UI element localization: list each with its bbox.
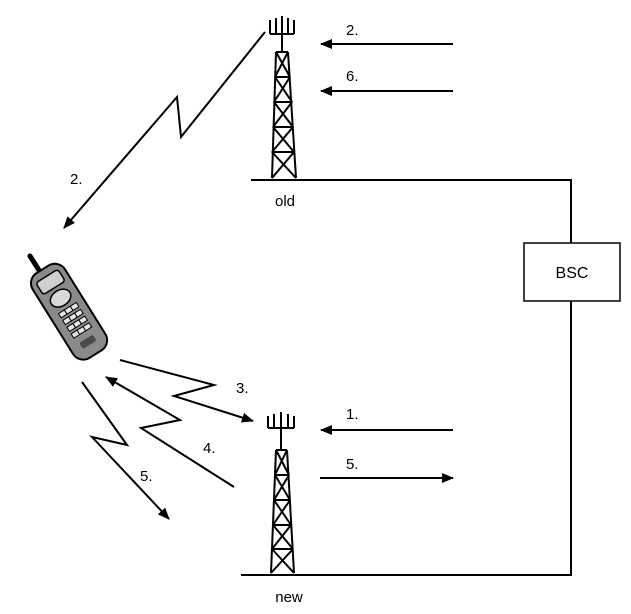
new-tower-label: new xyxy=(275,589,303,606)
new-tower-icon xyxy=(267,412,295,574)
label-m5-bsc: 5. xyxy=(346,456,359,473)
new-tower-bsc-link xyxy=(241,301,572,576)
label-m2-radio: 2. xyxy=(70,171,83,188)
arrow-m3 xyxy=(119,359,254,423)
arrow-m4 xyxy=(105,376,235,488)
label-m4: 4. xyxy=(203,440,216,457)
label-m1: 1. xyxy=(346,406,359,423)
label-m6: 6. xyxy=(346,68,359,85)
label-m3: 3. xyxy=(236,380,249,397)
arrow-m2-radio xyxy=(63,31,266,229)
bsc-box xyxy=(523,242,621,302)
arrow-m5-radio xyxy=(81,381,170,520)
old-tower-bsc-link xyxy=(251,179,572,243)
label-m2-bsc: 2. xyxy=(346,22,359,39)
label-m5-radio: 5. xyxy=(140,468,153,485)
bsc-label: BSC xyxy=(556,265,589,282)
mobile-phone-icon xyxy=(27,253,109,361)
old-tower-icon xyxy=(269,16,297,179)
old-tower-label: old xyxy=(275,193,295,210)
